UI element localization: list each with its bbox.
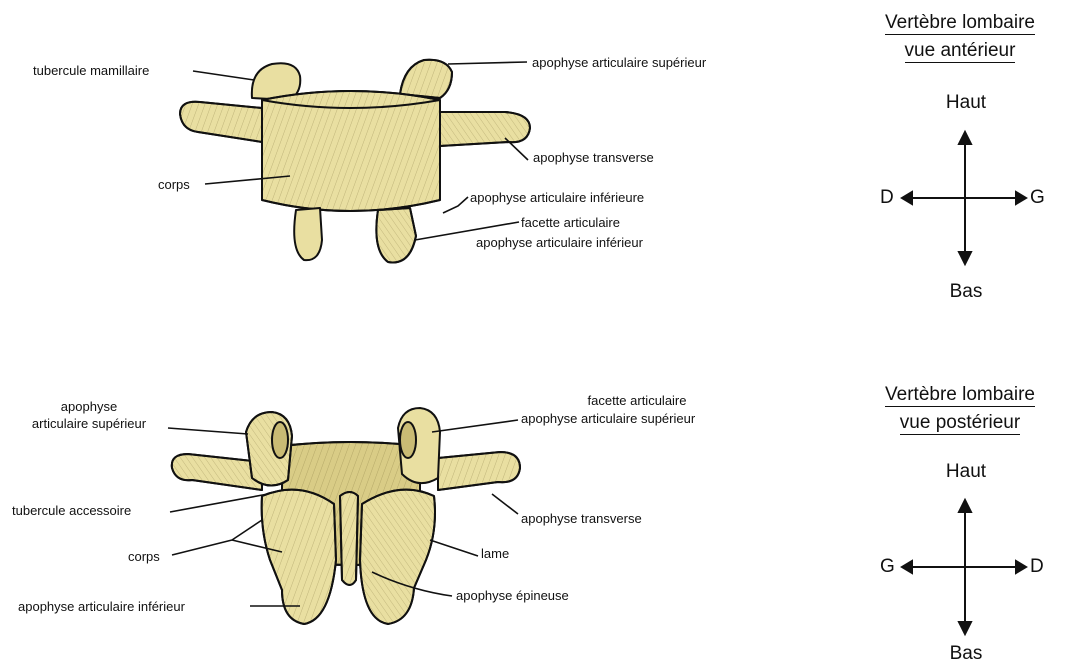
label-apophyse-line1: apophyse xyxy=(14,399,164,414)
posterior-compass-left: G xyxy=(880,556,895,578)
label-apophyse-transverse: apophyse transverse xyxy=(533,150,654,165)
label-articulaire-superieur-line2: articulaire supérieur xyxy=(14,416,164,431)
label-facette-articulaire: facette articulaire xyxy=(521,215,620,230)
label-apophyse-transverse-posterior: apophyse transverse xyxy=(521,511,642,526)
label-tubercule-mamillaire: tubercule mamillaire xyxy=(33,63,149,78)
anterior-compass-arrows xyxy=(902,132,1026,264)
anterior-compass-right: G xyxy=(1030,187,1045,209)
label-apophyse-articulaire-inferieur-posterior: apophyse articulaire inférieur xyxy=(18,599,185,614)
posterior-compass-right: D xyxy=(1030,556,1044,578)
label-lame: lame xyxy=(481,546,509,561)
anterior-vertebra xyxy=(180,60,530,263)
label-apophyse-articulaire-inferieur: apophyse articulaire inférieur xyxy=(476,235,643,250)
label-apophyse-epineuse: apophyse épineuse xyxy=(456,588,569,603)
label-tubercule-accessoire: tubercule accessoire xyxy=(12,503,131,518)
anterior-compass-down: Bas xyxy=(938,281,994,303)
label-corps-posterior: corps xyxy=(128,549,160,564)
label-facette-articulaire-posterior: facette articulaire xyxy=(517,393,757,408)
label-apophyse-articulaire-superieur-right: apophyse articulaire supérieur xyxy=(521,411,695,426)
anterior-compass-up: Haut xyxy=(938,92,994,114)
posterior-compass-down: Bas xyxy=(938,643,994,665)
label-apophyse-articulaire-inferieure: apophyse articulaire inférieure xyxy=(470,190,644,205)
posterior-title-line1: Vertèbre lombaire xyxy=(856,383,1064,407)
anterior-title-line2: vue antérieur xyxy=(856,39,1064,63)
posterior-compass-up: Haut xyxy=(938,461,994,483)
label-corps: corps xyxy=(158,177,190,192)
posterior-compass-arrows xyxy=(902,500,1026,634)
anterior-compass-left: D xyxy=(880,187,894,209)
anterior-title-line1: Vertèbre lombaire xyxy=(856,11,1064,35)
posterior-title-line2: vue postérieur xyxy=(856,411,1064,435)
label-apophyse-articulaire-superieur: apophyse articulaire supérieur xyxy=(532,55,706,70)
